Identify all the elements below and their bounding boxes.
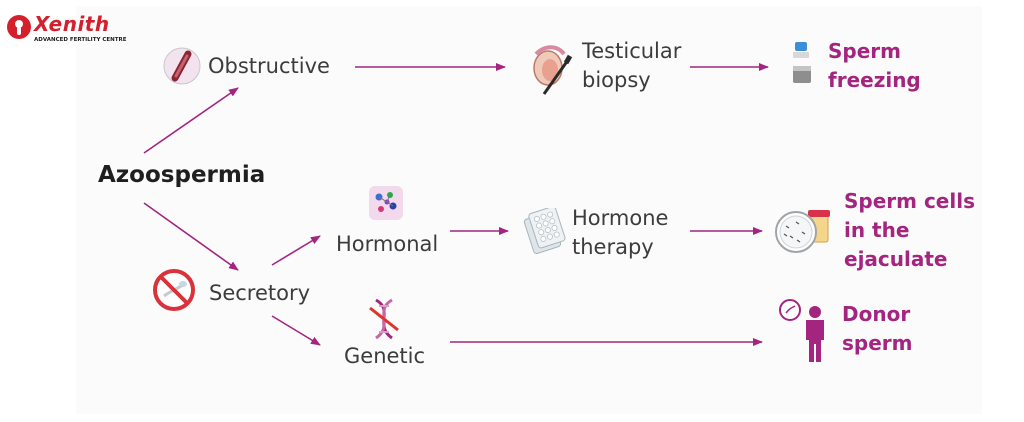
arrow-root-to-secretory [143, 202, 239, 271]
outcome-sperm-ejaculate-line3: ejaculate [844, 247, 948, 271]
cause-genetic: Genetic [344, 344, 426, 368]
freezing-vial-icon [793, 42, 811, 83]
hormone-molecules-icon [369, 186, 403, 220]
cause-hormonal: Hormonal [336, 232, 439, 256]
pill-blister-icon [523, 208, 566, 254]
arrow-secretory-to-genetic [271, 315, 321, 346]
procedure-testicular-biopsy-line1: Testicular [582, 39, 682, 63]
diagram-background [76, 6, 982, 414]
petri-dish-icon [775, 210, 830, 253]
procedure-hormone-therapy-line2: therapy [572, 235, 654, 259]
crossed-dna-icon [369, 298, 399, 340]
outcome-sperm-ejaculate-line1: Sperm cells [844, 189, 975, 213]
vas-deferens-icon [163, 47, 201, 85]
arrow-root-to-obstructive [143, 87, 239, 154]
procedure-testicular-biopsy-line2: biopsy [582, 68, 651, 92]
cause-obstructive: Obstructive [208, 54, 330, 78]
brand-name: Xenith [34, 12, 110, 36]
outcome-donor-sperm-line2: sperm [842, 331, 913, 355]
root-label: Azoospermia [98, 162, 266, 188]
no-sperm-icon [153, 269, 195, 311]
arrow-secretory-to-hormonal [271, 235, 321, 266]
outcome-donor-sperm-line1: Donor [842, 302, 911, 326]
testicular-biopsy-icon [533, 45, 573, 95]
cause-secretory: Secretory [209, 281, 311, 305]
outcome-sperm-freezing-line1: Sperm [828, 39, 901, 63]
brand-logo-icon [7, 15, 31, 39]
brand-tagline: ADVANCED FERTILITY CENTRE [34, 37, 127, 43]
outcome-sperm-freezing-line2: freezing [828, 68, 921, 92]
donor-person-icon [779, 299, 824, 362]
outcome-sperm-ejaculate-line2: in the [844, 218, 910, 242]
procedure-hormone-therapy-line1: Hormone [572, 206, 669, 230]
brand-logo: Xenith ADVANCED FERTILITY CENTRE [6, 12, 126, 46]
